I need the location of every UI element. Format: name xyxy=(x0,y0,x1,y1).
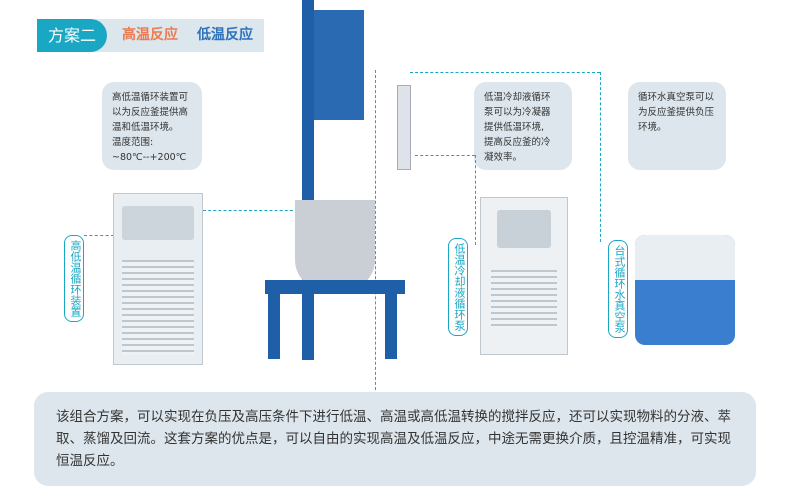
connector xyxy=(600,72,601,242)
connector xyxy=(475,155,476,245)
description-text: 该组合方案，可以实现在负压及高压条件下进行低温、高温或高低温转换的搅拌反应，还可… xyxy=(56,409,731,469)
note-line: 为反应釜提供负压 xyxy=(638,107,715,118)
reactor-vessel xyxy=(295,200,375,290)
vacuum-pump-device xyxy=(635,235,735,345)
chiller-label: 低温冷却液循环泵 xyxy=(448,238,468,336)
chiller-note: 低温冷却液循环泵可以为冷凝器提供低温环境, 提高反应釜的冷凝效率。 xyxy=(474,82,572,170)
note-line: 泵可以为冷凝器 xyxy=(484,107,551,118)
note-line: 提供低温环境, xyxy=(484,122,545,133)
note-line: 高低温循环装置可 xyxy=(112,92,189,103)
reactor-column xyxy=(302,0,314,360)
condenser xyxy=(397,85,411,170)
reactor-leg xyxy=(268,294,280,359)
reactor-lifter xyxy=(314,10,364,120)
description-box: 该组合方案，可以实现在负压及高压条件下进行低温、高温或高低温转换的搅拌反应，还可… xyxy=(34,392,756,486)
note-line: 环境。 xyxy=(638,122,667,133)
note-line: 提高反应釜的冷 xyxy=(484,137,551,148)
note-line: 温和低温环境。 xyxy=(112,122,179,133)
plan-badge: 方案二 xyxy=(37,19,107,52)
note-line: 以为反应釜提供高 xyxy=(112,107,189,118)
low-temp-tab[interactable]: 低温反应 xyxy=(197,27,253,43)
connector xyxy=(375,70,376,400)
reactor-base xyxy=(265,280,405,294)
note-line: 温度范围: xyxy=(112,137,154,148)
pump-label: 台式循环水真空泵 xyxy=(608,240,628,338)
note-line: 凝效率。 xyxy=(484,152,523,163)
note-line: 低温冷却液循环 xyxy=(484,92,551,103)
chiller-device xyxy=(480,197,568,355)
connector xyxy=(410,72,600,73)
connector xyxy=(415,155,475,156)
connector xyxy=(84,235,114,236)
connector xyxy=(203,210,298,211)
circulator-device xyxy=(113,193,203,365)
note-line: 循环水真空泵可以 xyxy=(638,92,715,103)
note-line: ~80℃--+200℃ xyxy=(112,152,187,163)
high-temp-tab[interactable]: 高温反应 xyxy=(122,27,178,43)
circulator-label: 高低温循环装置 xyxy=(64,235,84,322)
reactor-leg xyxy=(385,294,397,359)
pump-note: 循环水真空泵可以为反应釜提供负压环境。 xyxy=(628,82,726,170)
circulator-note: 高低温循环装置可以为反应釜提供高温和低温环境。温度范围: ~80℃--+200℃ xyxy=(102,82,202,170)
